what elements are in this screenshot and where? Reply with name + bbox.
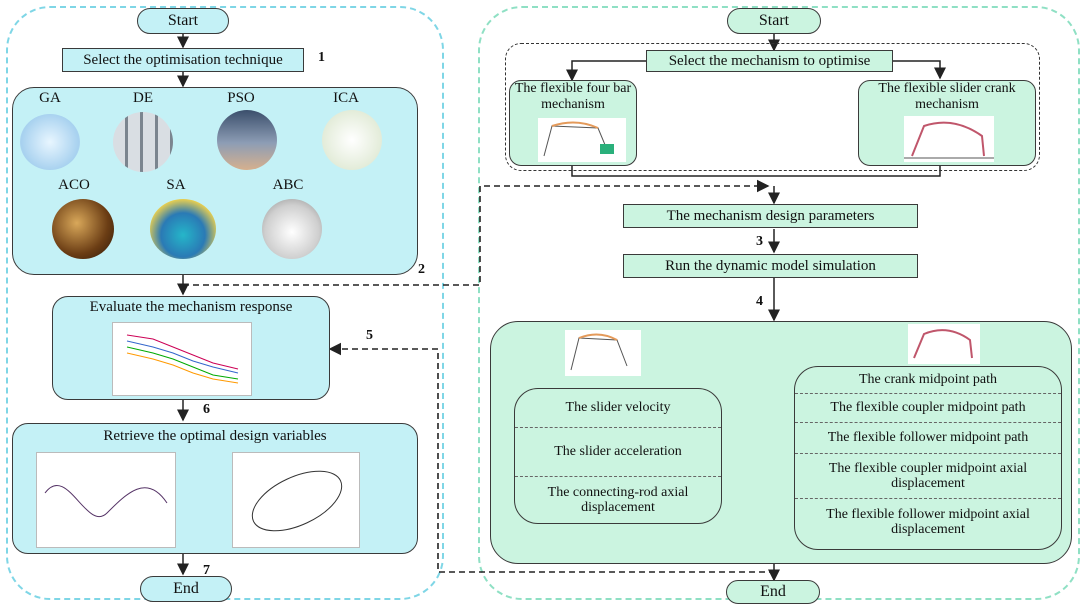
select-technique-box: Select the optimisation technique bbox=[62, 48, 304, 72]
sa-surface-image bbox=[150, 199, 216, 259]
right-start-node: Start bbox=[727, 8, 821, 34]
aco-texture-image bbox=[52, 199, 114, 259]
slider-outputs-list: The slider velocity The slider accelerat… bbox=[514, 388, 722, 524]
algo-label-de: DE bbox=[133, 90, 153, 106]
four-bar-mechanism-sketch bbox=[538, 118, 626, 162]
dashed-arrow-step5 bbox=[328, 342, 775, 573]
outputs-slider-crank-sketch bbox=[908, 324, 980, 364]
step-label-5: 5 bbox=[366, 328, 373, 343]
algo-label-aco: ACO bbox=[58, 177, 90, 193]
algo-label-sa: SA bbox=[166, 177, 186, 193]
output-slider-velocity: The slider velocity bbox=[565, 400, 671, 416]
retrieve-title: Retrieve the optimal design variables bbox=[103, 428, 327, 444]
step-label-3: 3 bbox=[756, 234, 763, 249]
optimal-results-plot-1 bbox=[36, 452, 176, 548]
left-end-node: End bbox=[140, 576, 232, 602]
step-label-4: 4 bbox=[756, 294, 763, 309]
mechanism-selection-group bbox=[505, 43, 1040, 171]
step-label-2: 2 bbox=[418, 262, 425, 277]
output-crank-midpoint-path: The crank midpoint path bbox=[858, 372, 998, 388]
algo-label-pso: PSO bbox=[227, 90, 255, 106]
ga-dna-image bbox=[20, 114, 80, 170]
arrow-select-to-fourbar bbox=[566, 60, 648, 82]
ica-diagram-image bbox=[322, 110, 382, 170]
optimal-results-plot-2 bbox=[232, 452, 360, 548]
output-follower-axial-displacement: The flexible follower midpoint axial dis… bbox=[826, 506, 1030, 537]
four-bar-title: The flexible four bar mechanism bbox=[514, 81, 632, 113]
step-label-1: 1 bbox=[318, 50, 325, 65]
output-slider-acceleration: The slider acceleration bbox=[554, 444, 682, 460]
convergence-plot bbox=[112, 322, 252, 396]
algo-label-ica: ICA bbox=[333, 90, 359, 106]
abc-bees-image bbox=[262, 199, 322, 259]
de-cells-image bbox=[113, 112, 173, 172]
output-connecting-rod-displacement: The connecting-rod axial displacement bbox=[547, 484, 689, 515]
select-mechanism-box: Select the mechanism to optimise bbox=[646, 50, 893, 72]
algo-label-ga: GA bbox=[39, 90, 61, 106]
output-follower-midpoint-path: The flexible follower midpoint path bbox=[827, 430, 1029, 446]
right-end-node: End bbox=[726, 580, 820, 604]
evaluate-title: Evaluate the mechanism response bbox=[89, 299, 293, 315]
dashed-arrow-step2 bbox=[183, 179, 770, 286]
step-label-7: 7 bbox=[203, 563, 210, 578]
slider-crank-mechanism-sketch bbox=[904, 116, 994, 162]
algo-label-abc: ABC bbox=[272, 177, 304, 193]
step-label-6: 6 bbox=[203, 402, 210, 417]
slider-crank-title: The flexible slider crank mechanism bbox=[878, 81, 1016, 113]
output-coupler-axial-displacement: The flexible coupler midpoint axial disp… bbox=[828, 460, 1028, 491]
four-bar-outputs-list: The crank midpoint path The flexible cou… bbox=[794, 366, 1062, 550]
left-start-node: Start bbox=[137, 8, 229, 34]
design-parameters-box: The mechanism design parameters bbox=[623, 204, 918, 228]
run-simulation-box: Run the dynamic model simulation bbox=[623, 254, 918, 278]
arrow-select-to-slider bbox=[892, 60, 946, 80]
outputs-four-bar-sketch bbox=[565, 330, 641, 376]
output-coupler-midpoint-path: The flexible coupler midpoint path bbox=[830, 400, 1026, 416]
pso-birds-image bbox=[217, 110, 277, 170]
